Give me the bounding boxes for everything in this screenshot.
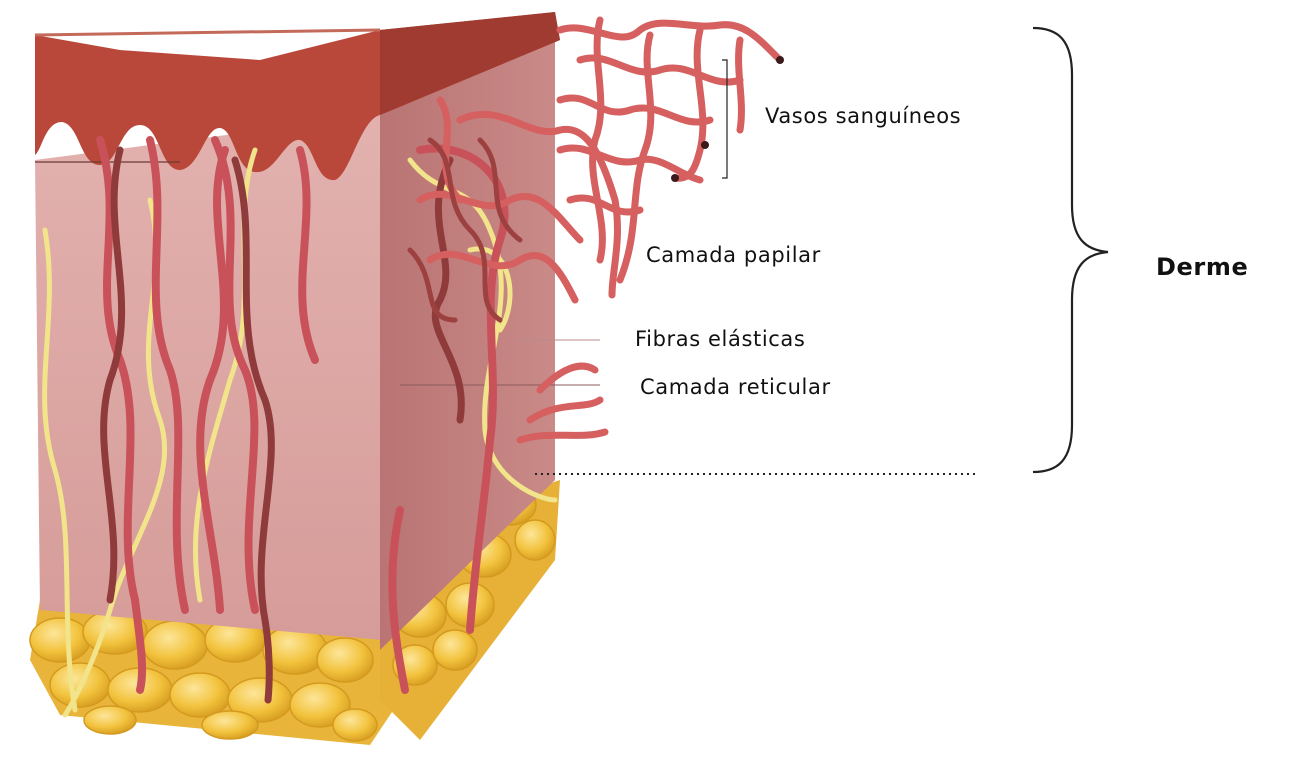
- label-fibras-elasticas: Fibras elásticas: [635, 327, 805, 351]
- vessel-end: [776, 56, 784, 64]
- label-derme: Derme: [1156, 253, 1248, 281]
- vessel-end: [701, 141, 709, 149]
- label-camada-papilar: Camada papilar: [646, 243, 821, 267]
- derme-brace: [1033, 28, 1108, 472]
- label-camada-reticular: Camada reticular: [640, 375, 831, 399]
- epidermis-edge: [35, 30, 380, 35]
- vessels-bracket: [722, 60, 727, 178]
- annotations: Vasos sanguíneos Camada papilar Fibras e…: [535, 28, 1248, 474]
- vessel-end: [671, 174, 679, 182]
- label-vasos-sanguineos: Vasos sanguíneos: [765, 104, 961, 128]
